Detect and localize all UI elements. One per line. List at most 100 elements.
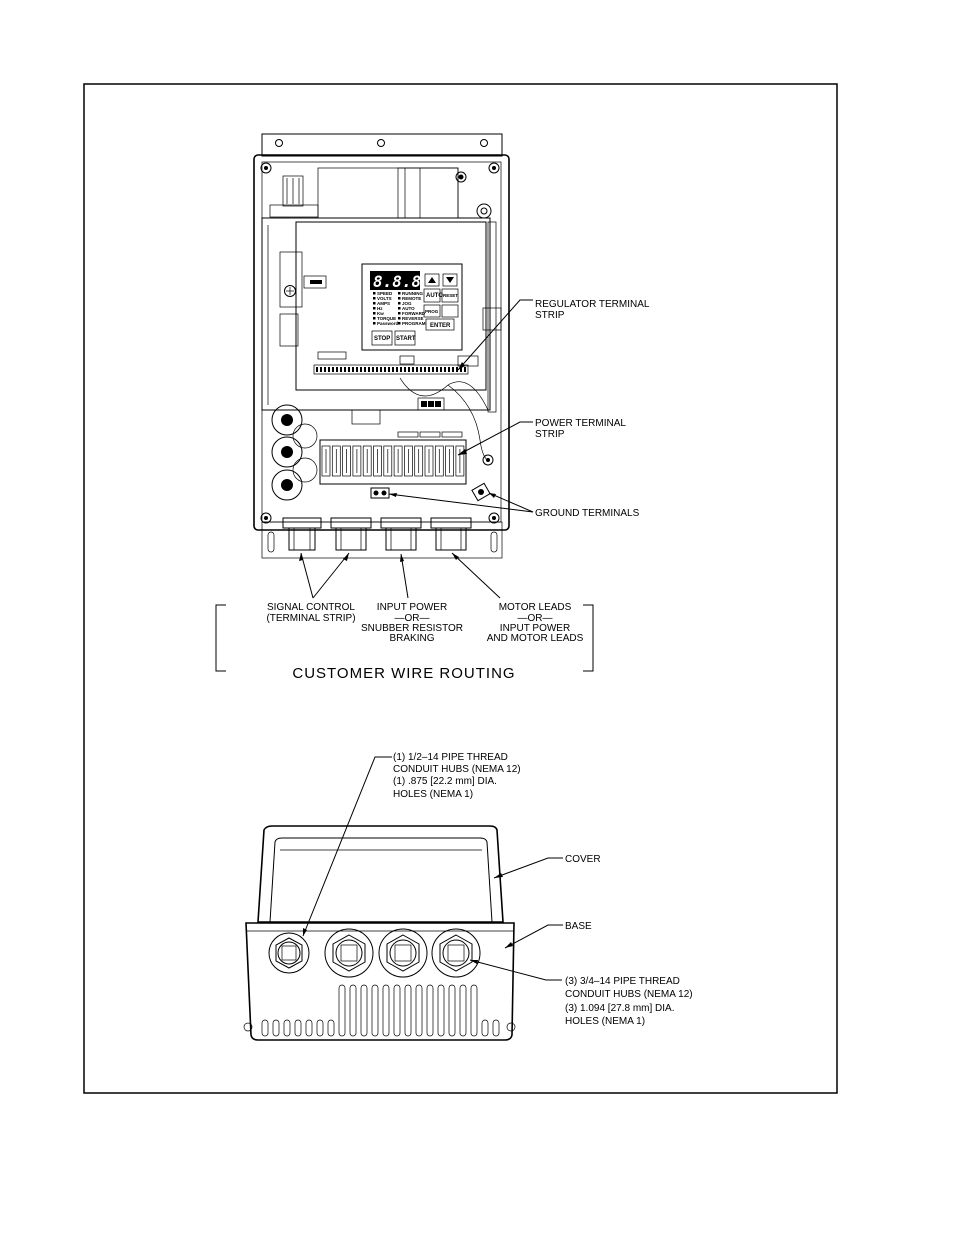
keypad-stop-button (371, 330, 393, 346)
led-label: VOLTS (377, 296, 392, 301)
keypad-start-button (394, 330, 416, 346)
down-arrow-icon (446, 277, 454, 283)
power-terminal-strip (319, 439, 467, 485)
motor-leads-label: MOTOR LEADS —OR— INPUT POWER AND MOTOR L… (487, 602, 584, 644)
bus-capacitors (271, 404, 318, 501)
small-hub-line2: CONDUIT HUBS (NEMA 12) (393, 764, 521, 775)
ground-callout: GROUND TERMINALS (388, 492, 640, 519)
large-hub-line3: (3) 1.094 [27.8 mm] DIA. (565, 1003, 675, 1014)
signal-line2: (TERMINAL STRIP) (266, 613, 355, 624)
keypad-stop-label: STOP (374, 336, 390, 342)
led-indicator (373, 312, 376, 315)
input-line3: SNUBBER RESISTOR (361, 623, 463, 634)
cover-label: COVER (565, 854, 601, 865)
keypad-down-button (442, 273, 458, 287)
conduit-hub-large-3 (431, 928, 481, 978)
led-label: AUTO (402, 306, 415, 311)
large-hub-line1: (3) 3/4–14 PIPE THREAD (565, 976, 680, 987)
keypad-start-label: START (396, 336, 416, 342)
keypad-enter-button (425, 318, 455, 331)
base-cooling-ribs (261, 984, 500, 1037)
routing-arrows (299, 552, 501, 599)
led-indicator (398, 297, 401, 300)
large-hub-line2: CONDUIT HUBS (NEMA 12) (565, 989, 693, 1000)
led-indicator (398, 307, 401, 310)
led-indicator (373, 307, 376, 310)
keypad-enter-label: ENTER (430, 323, 451, 329)
input-line2: —OR— (395, 613, 430, 624)
small-hub-line1: (1) 1/2–14 PIPE THREAD (393, 752, 508, 763)
keypad-panel (361, 263, 463, 351)
enclosure-base (245, 922, 515, 1041)
ground-terminal-right (471, 482, 491, 502)
conduit-hub-top-3 (380, 517, 422, 551)
power-callout: POWER TERMINAL STRIP (457, 418, 626, 456)
ground-callout-label: GROUND TERMINALS (535, 508, 640, 519)
power-callout-line1: POWER TERMINAL (535, 418, 626, 429)
small-hub-callout: (1) 1/2–14 PIPE THREAD CONDUIT HUBS (NEM… (302, 752, 521, 937)
large-hub-callout: (3) 3/4–14 PIPE THREAD CONDUIT HUBS (NEM… (469, 959, 693, 1027)
signal-control-label: SIGNAL CONTROL (TERMINAL STRIP) (266, 602, 355, 624)
led-label: REVERSE (402, 316, 424, 321)
led-label: Password (377, 321, 399, 326)
led-indicator (398, 292, 401, 295)
led-indicator (398, 312, 401, 315)
motor-line4: AND MOTOR LEADS (487, 633, 584, 644)
base-label: BASE (565, 921, 592, 932)
base-callout: BASE (504, 921, 592, 949)
conduit-hub-top-2 (330, 517, 372, 551)
keypad-prog-label: PROG (425, 309, 439, 314)
enclosure-cover (257, 825, 504, 923)
keypad-up-button (424, 273, 440, 287)
led-label: Hz (377, 306, 383, 311)
led-indicator (398, 322, 401, 325)
led-indicator (373, 297, 376, 300)
keypad-auto-button (423, 288, 441, 303)
led-indicator (373, 292, 376, 295)
input-power-label: INPUT POWER —OR— SNUBBER RESISTOR BRAKIN… (361, 602, 463, 644)
led-label: Kw (377, 311, 384, 316)
keypad-reset-button (441, 288, 459, 303)
regulator-callout-line1: REGULATOR TERMINAL (535, 299, 650, 310)
conduit-hub-large-1 (324, 928, 374, 978)
led-indicator (373, 322, 376, 325)
led-label: JOG (402, 301, 412, 306)
cover-callout: COVER (493, 854, 601, 879)
signal-line1: SIGNAL CONTROL (267, 602, 355, 613)
input-line1: INPUT POWER (377, 602, 447, 613)
regulator-terminal-strip (313, 364, 469, 375)
large-hub-line4: HOLES (NEMA 1) (565, 1016, 645, 1027)
led-label: RUNNING (402, 291, 423, 296)
conduit-hub-top-4 (430, 517, 472, 551)
drive-top-view: 8.8.8.8. SPEEDVOLTSAMPSHzKwTORQUEPasswor… (253, 133, 510, 559)
conduit-hub-small (268, 932, 310, 974)
conduit-hub-top-1 (282, 517, 322, 551)
keypad-display-digits: 8.8.8.8. (373, 272, 450, 291)
motor-line1: MOTOR LEADS (499, 602, 572, 613)
keypad-display (370, 271, 420, 290)
led-indicator (373, 302, 376, 305)
keypad-shift-button (441, 304, 459, 318)
led-label: AMPS (377, 301, 390, 306)
motor-line3: INPUT POWER (500, 623, 570, 634)
ground-terminal-left (370, 487, 390, 499)
keypad-reset-label: RESET (443, 293, 458, 298)
power-callout-line2: STRIP (535, 429, 565, 440)
drive-bottom-view (243, 825, 516, 1041)
led-label: TORQUE (377, 316, 396, 321)
led-indicator (373, 317, 376, 320)
led-label: REMOTE (402, 296, 421, 301)
routing-bracket (215, 604, 594, 672)
small-hub-line4: HOLES (NEMA 1) (393, 789, 473, 800)
conduit-hub-large-2 (378, 928, 428, 978)
motor-line2: —OR— (518, 613, 553, 624)
drawing-border (83, 83, 838, 1094)
led-indicator (398, 317, 401, 320)
customer-wire-routing-title: CUSTOMER WIRE ROUTING (292, 665, 515, 682)
input-line4: BRAKING (389, 633, 434, 644)
led-indicator (398, 302, 401, 305)
keypad-auto-label: AUTO (426, 293, 443, 299)
led-label: SPEED (377, 291, 393, 296)
